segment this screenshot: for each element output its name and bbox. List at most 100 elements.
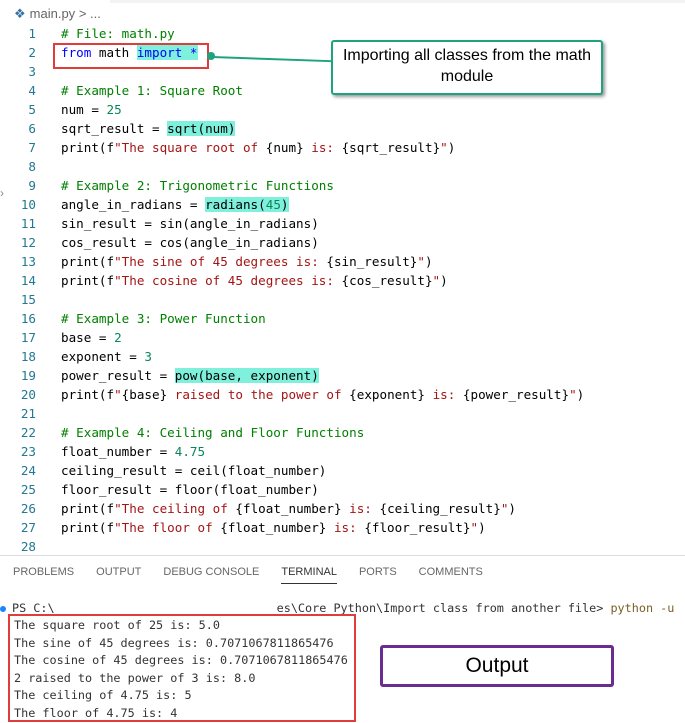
line-number: 25 <box>20 482 36 497</box>
code-token: " <box>417 254 425 269</box>
code-line[interactable]: 22# Example 4: Ceiling and Floor Functio… <box>0 423 685 442</box>
code-token: cos_result = cos(angle_in_radians) <box>61 235 319 250</box>
code-token: {float_number} <box>235 501 342 516</box>
tab-ports[interactable]: PORTS <box>358 566 397 578</box>
code-token: from <box>61 45 92 60</box>
code-token: print(f <box>61 501 115 516</box>
code-token: print(f <box>61 387 115 402</box>
breadcrumb-file[interactable]: main.py <box>29 6 76 21</box>
tab-output[interactable]: OUTPUT <box>96 566 142 578</box>
code-text: sqrt_result = sqrt(num) <box>61 119 236 138</box>
code-text: # Example 4: Ceiling and Floor Functions <box>61 423 364 442</box>
code-token: " <box>500 501 509 516</box>
code-token: {cos_result} <box>341 273 433 288</box>
line-number: 23 <box>20 444 36 459</box>
code-token: sqrt_result = <box>61 121 168 136</box>
code-token: "The cosine of 45 degrees is: <box>114 273 342 288</box>
code-token: power_result = <box>61 368 175 383</box>
code-line[interactable]: 4# Example 1: Square Root <box>0 81 685 100</box>
line-number: 19 <box>20 368 36 383</box>
code-token: ceiling_result = ceil(float_number) <box>61 463 327 478</box>
code-text: base = 2 <box>61 328 122 347</box>
code-text: ceiling_result = ceil(float_number) <box>61 461 326 480</box>
line-number: 5 <box>28 102 36 117</box>
line-number: 18 <box>20 349 36 364</box>
code-line[interactable]: 18 exponent = 3 <box>0 347 685 366</box>
code-token: math <box>91 45 137 60</box>
fold-chevron-icon[interactable]: › <box>0 186 4 200</box>
breadcrumb[interactable]: ❖main.py > ... <box>14 6 101 22</box>
output-highlight-box <box>8 614 356 722</box>
code-line[interactable]: 28 <box>0 537 685 556</box>
code-token: 4.75 <box>174 444 206 459</box>
code-line[interactable]: 8 <box>0 157 685 176</box>
line-number: 28 <box>20 539 36 554</box>
code-token: is: <box>326 520 365 535</box>
code-token: # Example 2: Trigonometric Functions <box>61 178 334 193</box>
terminal-line: The sine of 45 degrees is: 0.70710678118… <box>14 635 334 650</box>
line-number: 26 <box>20 501 36 516</box>
code-token: sin_result = sin(angle_in_radians) <box>61 216 319 231</box>
callout-annotation: Importing all classes from the math modu… <box>331 40 603 95</box>
code-token: {sin_result} <box>326 254 418 269</box>
code-line[interactable]: 16# Example 3: Power Function <box>0 309 685 328</box>
code-text: exponent = 3 <box>61 347 152 366</box>
code-token: "The square root of <box>114 140 266 155</box>
code-text: float_number = 4.75 <box>61 442 205 461</box>
code-token: {exponent} <box>349 387 425 402</box>
code-line[interactable]: 9# Example 2: Trigonometric Functions <box>0 176 685 195</box>
panel-divider[interactable] <box>0 555 685 556</box>
code-token: " <box>440 140 448 155</box>
code-token: {base} <box>121 387 168 402</box>
code-token: 45 <box>265 197 281 212</box>
code-line[interactable]: 21 <box>0 404 685 423</box>
line-number: 24 <box>20 463 36 478</box>
code-text: from math import * <box>61 43 198 62</box>
line-number: 10 <box>20 197 36 212</box>
code-line[interactable]: 19 power_result = pow(base, exponent) <box>0 366 685 385</box>
code-text: # Example 2: Trigonometric Functions <box>61 176 334 195</box>
code-token: {power_result} <box>462 387 570 402</box>
code-token: {ceiling_result} <box>379 501 501 516</box>
tab-debug-console[interactable]: DEBUG CONSOLE <box>163 566 260 578</box>
code-token: pow(base, exponent) <box>174 368 319 383</box>
code-token: " <box>432 273 441 288</box>
code-text: # Example 3: Power Function <box>61 309 266 328</box>
output-label: Output <box>380 645 614 687</box>
code-token: ) <box>424 254 433 269</box>
tab-terminal[interactable]: TERMINAL <box>281 566 337 584</box>
code-text: # File: math.py <box>61 24 175 43</box>
code-line[interactable]: 24 ceiling_result = ceil(float_number) <box>0 461 685 480</box>
code-token: ) <box>576 387 585 402</box>
code-line[interactable]: 23 float_number = 4.75 <box>0 442 685 461</box>
code-line[interactable]: 1# File: math.py <box>0 24 685 43</box>
code-token: num = <box>61 102 107 117</box>
code-line[interactable]: 11 sin_result = sin(angle_in_radians) <box>0 214 685 233</box>
breadcrumb-rest: > ... <box>78 6 101 21</box>
code-line[interactable]: 3 <box>0 62 685 81</box>
code-token: import * <box>136 45 198 60</box>
tab-problems[interactable]: PROBLEMS <box>13 566 75 578</box>
code-line[interactable]: 25 floor_result = floor(float_number) <box>0 480 685 499</box>
code-line[interactable]: 15 <box>0 290 685 309</box>
code-text: print(f"The cosine of 45 degrees is: {co… <box>61 271 448 290</box>
line-number: 11 <box>20 216 36 231</box>
code-text: floor_result = floor(float_number) <box>61 480 319 499</box>
tab-comments[interactable]: COMMENTS <box>418 566 483 578</box>
terminal-line: The floor of 4.75 is: 4 <box>14 705 178 720</box>
code-token: ) <box>478 520 486 535</box>
